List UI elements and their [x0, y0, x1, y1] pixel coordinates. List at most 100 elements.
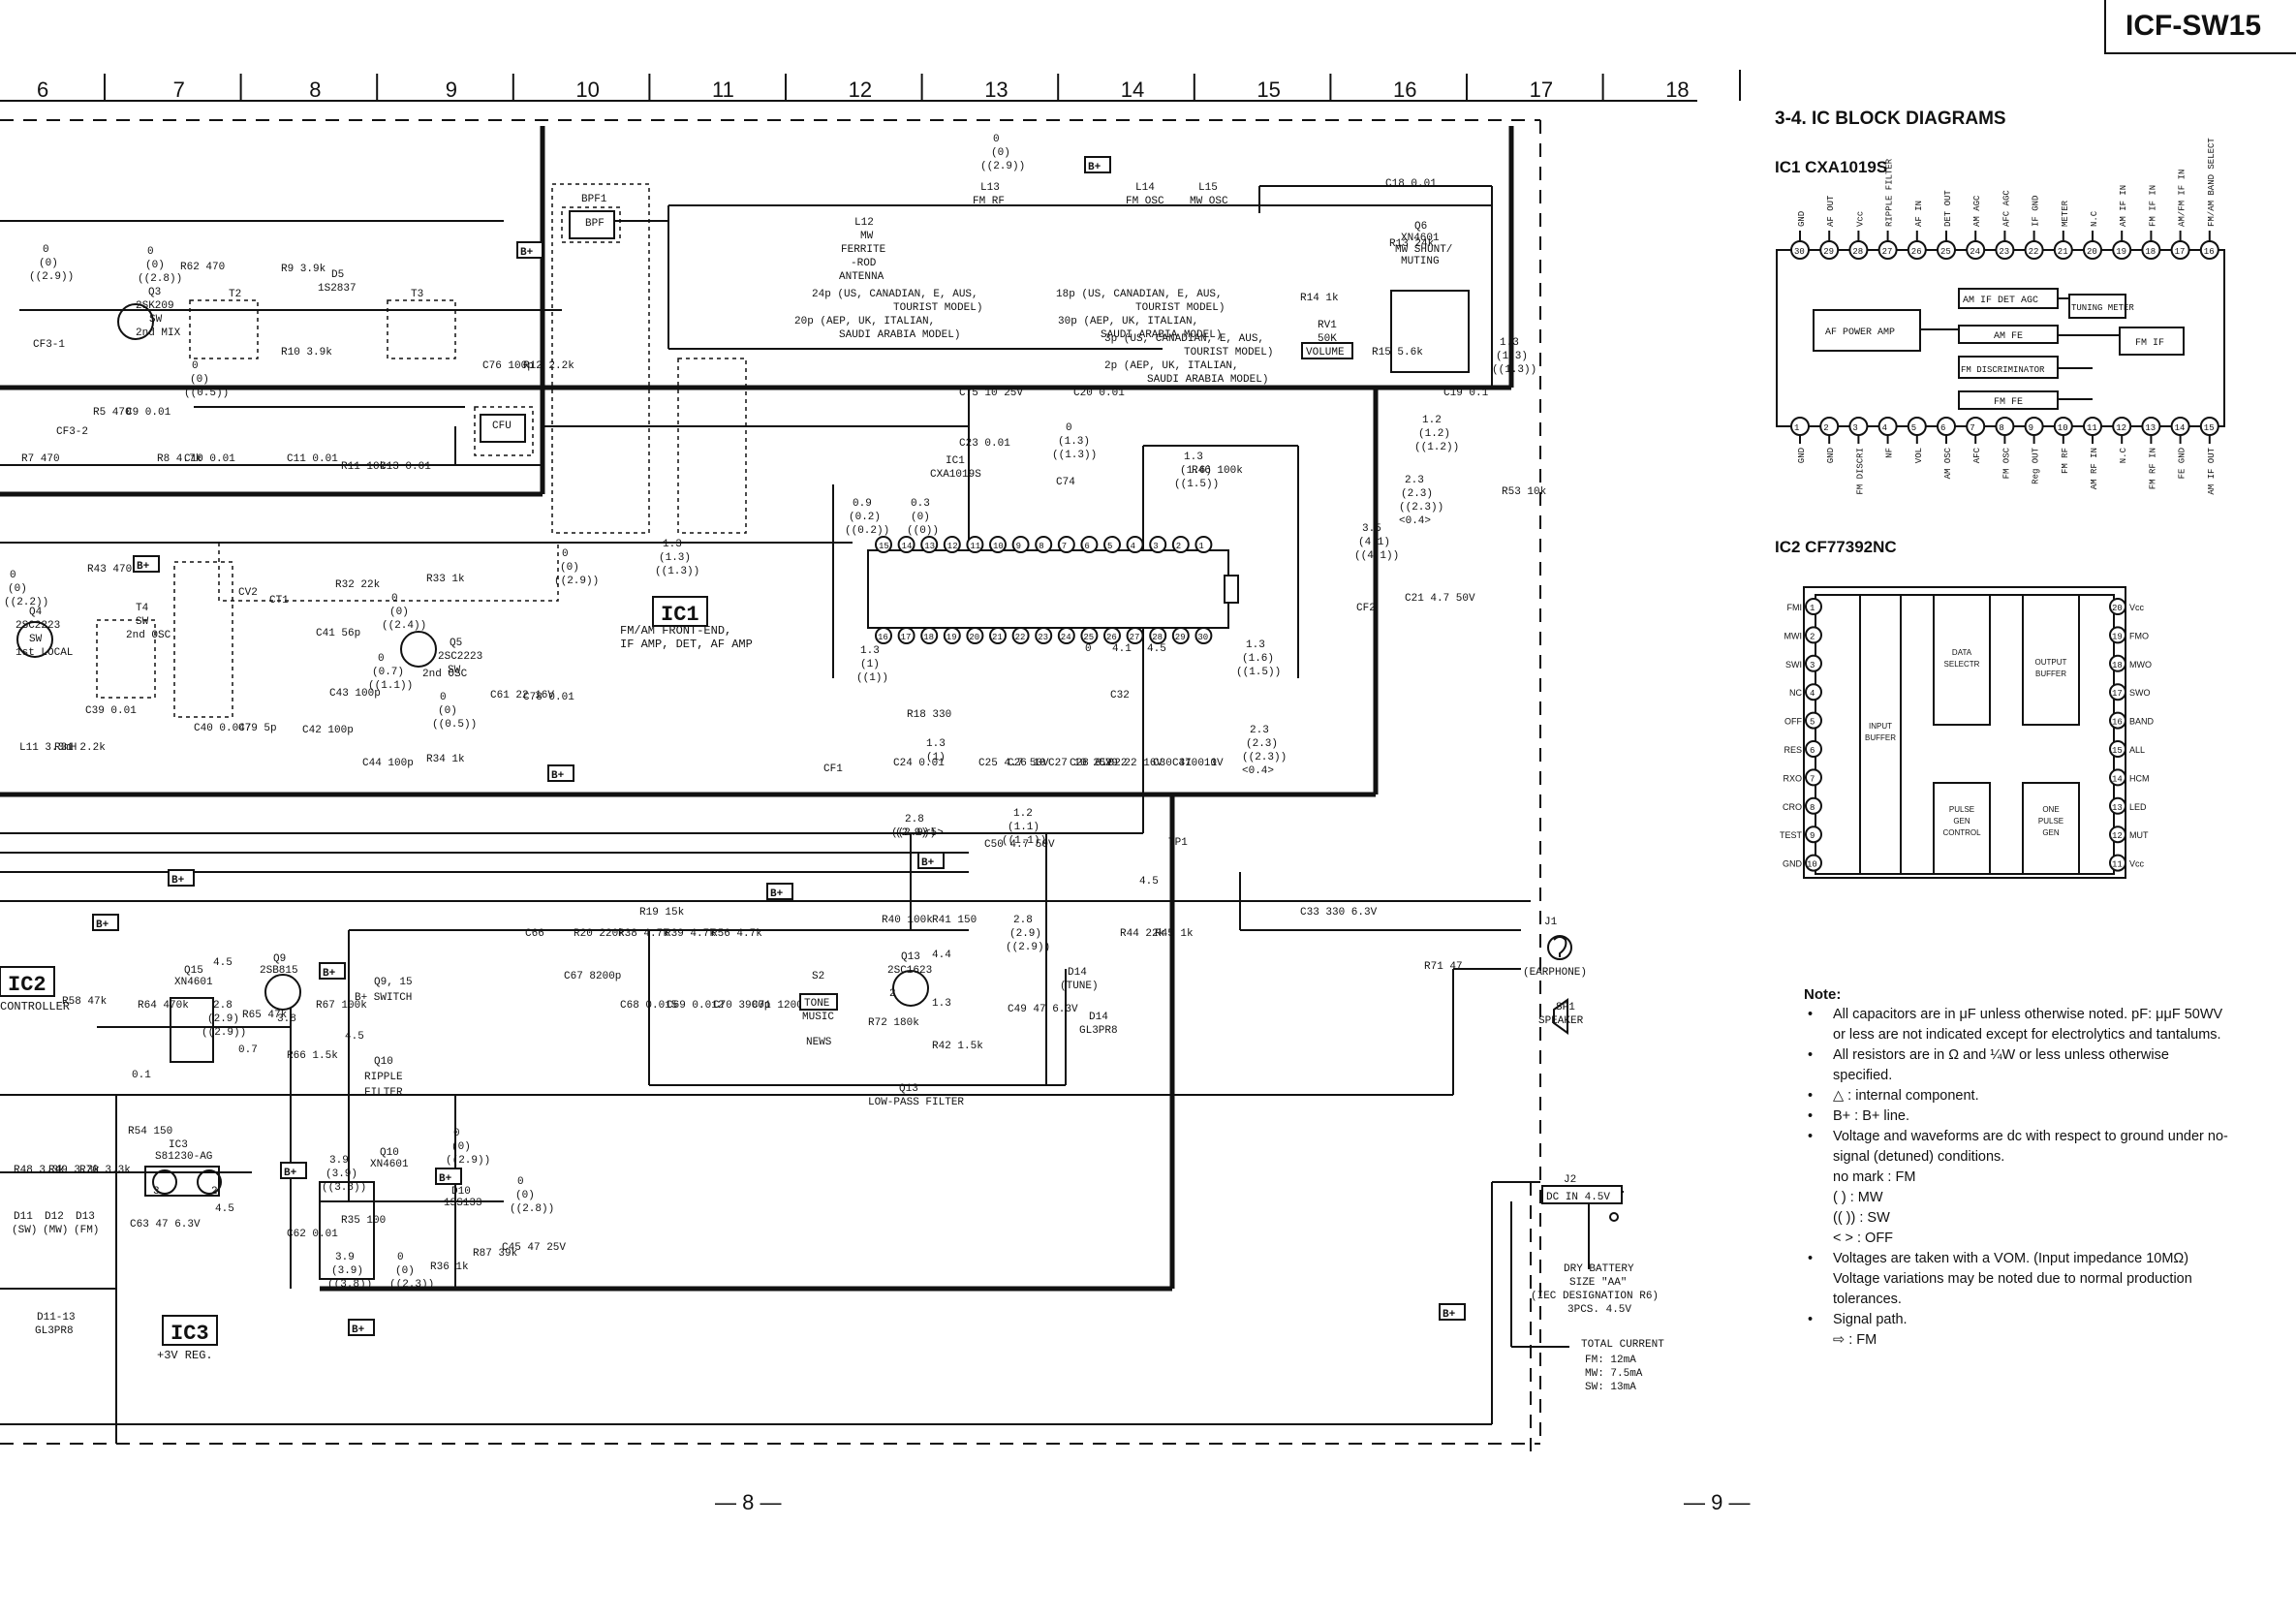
voltage-value: ((1.3)) — [655, 566, 699, 577]
ic1-top-pin-name: IF GND — [2032, 196, 2041, 227]
column-label-14: 14 — [1121, 78, 1144, 102]
voltage-value: ((2.8)) — [510, 1203, 554, 1215]
note-mode-off: < > : OFF — [1833, 1231, 1894, 1246]
ic1-pin-number: 6 — [1084, 542, 1089, 551]
ic-ref-caption: +3V REG. — [157, 1349, 213, 1362]
component-label: Q9, 15 — [374, 977, 413, 988]
voltage-value: ((0.2)) — [845, 525, 889, 537]
component-label: S2 — [812, 971, 824, 982]
voltage-value: 1.2 — [1013, 808, 1033, 820]
voltage-value: 1.3 — [860, 645, 880, 657]
component-label: 2SC2223 — [16, 620, 60, 632]
ic1-bottom-pin-6 — [1937, 417, 1956, 436]
component-label: LOW-PASS FILTER — [868, 1097, 964, 1108]
component-label: R45 1k — [1155, 928, 1194, 940]
ic-ref-label-ic1: IC1 — [661, 603, 699, 627]
filter-boxes — [480, 210, 615, 443]
ic-ref-label-ic2: IC2 — [8, 973, 47, 997]
component-label: D5 — [331, 269, 344, 281]
component-label: NEWS — [806, 1037, 832, 1048]
ic2-pin-number: 14 — [2112, 774, 2123, 784]
component-label: 3PCS. 4.5V — [1567, 1304, 1631, 1316]
component-label: SW — [29, 634, 43, 645]
ic-ref-box-ic1 — [652, 596, 708, 627]
column-label-11: 11 — [712, 78, 734, 102]
bplus-tag — [516, 241, 543, 259]
voltage-value: (0) — [395, 1265, 415, 1277]
voltage-value: (3.9) — [331, 1265, 363, 1277]
voltage-value: 0 — [517, 1176, 524, 1188]
ic2-pin-name: GND — [1783, 859, 1803, 869]
component-label: TOTAL CURRENT — [1581, 1339, 1664, 1351]
ic1-block-am-if-det: AM IF DET AGC — [1963, 296, 2038, 306]
component-label: L13 — [980, 182, 1000, 194]
component-label: C67 8200p — [564, 971, 621, 982]
voltage-value: (4.1) — [1358, 537, 1390, 548]
component-label: R65 47k — [242, 1010, 288, 1021]
voltage-value: 0 — [993, 134, 1000, 145]
component-label: GL3PR8 — [35, 1325, 74, 1337]
ic2-pin-name: SWO — [2129, 688, 2151, 698]
component-label: R34 1k — [426, 754, 465, 765]
voltage-value: ((2.9)) — [446, 1155, 490, 1167]
voltage-value: ((2.9)) — [554, 576, 599, 587]
component-label: (IEC DESIGNATION R6) — [1531, 1291, 1659, 1302]
ic1-pin — [1171, 536, 1190, 553]
component-label: -ROD — [851, 258, 877, 269]
ic2-pin-number: 12 — [2112, 831, 2123, 841]
component-label: R42 1.5k — [932, 1041, 983, 1052]
ic2-pin-name: TEST — [1780, 830, 1803, 840]
component-label: C29 22 16V — [1099, 758, 1163, 769]
component-label: RIPPLE — [364, 1072, 403, 1083]
component-label: 2nd OSC — [422, 669, 468, 680]
ic1-bottom-pin-12 — [2112, 417, 2132, 436]
ic1-top-pin-name: METER — [2061, 200, 2070, 227]
component-label: FM: 12mA — [1585, 1355, 1636, 1366]
ic1-top-pin-28 — [1848, 240, 1869, 260]
ic1-pin — [1035, 627, 1053, 644]
ic1-top-pin-number: 25 — [1940, 247, 1951, 257]
ic1-top-pin-23 — [1995, 240, 2015, 260]
ic2-pin-4 — [1805, 683, 1822, 701]
component-label: C62 0.01 — [287, 1229, 338, 1240]
ic1-top-pin-name: AF OUT — [1826, 195, 1836, 227]
ic1-block-fm-if: FM IF — [2135, 338, 2164, 349]
bplus-text: B+ — [352, 1324, 365, 1336]
voltage-value: ((2.9)) — [980, 161, 1025, 172]
bplus-tag — [280, 1162, 307, 1179]
bplus-text: B+ — [921, 857, 935, 869]
ic2-block-label: SELECTR — [1944, 660, 1980, 669]
column-label-13: 13 — [984, 78, 1008, 102]
ic1-title: IC1 CXA1019S — [1775, 158, 1887, 176]
component-label: 2nd MIX — [136, 327, 181, 339]
bplus-tag — [133, 555, 160, 573]
voltage-value: ((0)) — [907, 525, 939, 537]
component-label: C33 330 6.3V — [1300, 907, 1378, 919]
ic1-bottom-pin-number: 12 — [2116, 423, 2126, 433]
component-label: C69 0.012 — [667, 1000, 724, 1012]
voltage-value: (0.2) — [849, 512, 881, 523]
ic1-bottom-pin-13 — [2141, 417, 2161, 436]
component-label: CXA1019S — [930, 469, 981, 481]
note-resistors: •All resistors are in Ω and ¼W or less u… — [1808, 1047, 2169, 1083]
ic1-pin-number: 2 — [1176, 542, 1181, 551]
component-label: L15 — [1198, 182, 1218, 194]
note-voltage: •Voltage and waveforms are dc with respe… — [1808, 1129, 2228, 1165]
model-title-box: ICF-SW15 — [2104, 0, 2296, 54]
component-label: XN4601 — [174, 977, 213, 988]
ic1-top-pin-number: 20 — [2087, 247, 2097, 257]
component-label: C68 0.015 — [620, 1000, 677, 1012]
bplus-text: B+ — [96, 919, 109, 931]
ic2-pin-number: 18 — [2112, 661, 2123, 670]
ic2-pin-number: 13 — [2112, 803, 2123, 813]
ic1-pin — [1057, 627, 1075, 644]
component-label: C19 0.1 — [1443, 388, 1489, 399]
voltage-value: ((1.1)) — [1002, 835, 1046, 847]
component-label: R38 4.7k — [618, 928, 669, 940]
ic2-pin-2 — [1805, 626, 1822, 644]
ic1-bottom-pin-4 — [1877, 417, 1898, 436]
voltage-value: (1.1) — [1008, 822, 1039, 833]
note-bplus: •B+ : B+ line. — [1808, 1108, 1909, 1124]
ic1-top-pin-name: GND — [1797, 211, 1807, 227]
